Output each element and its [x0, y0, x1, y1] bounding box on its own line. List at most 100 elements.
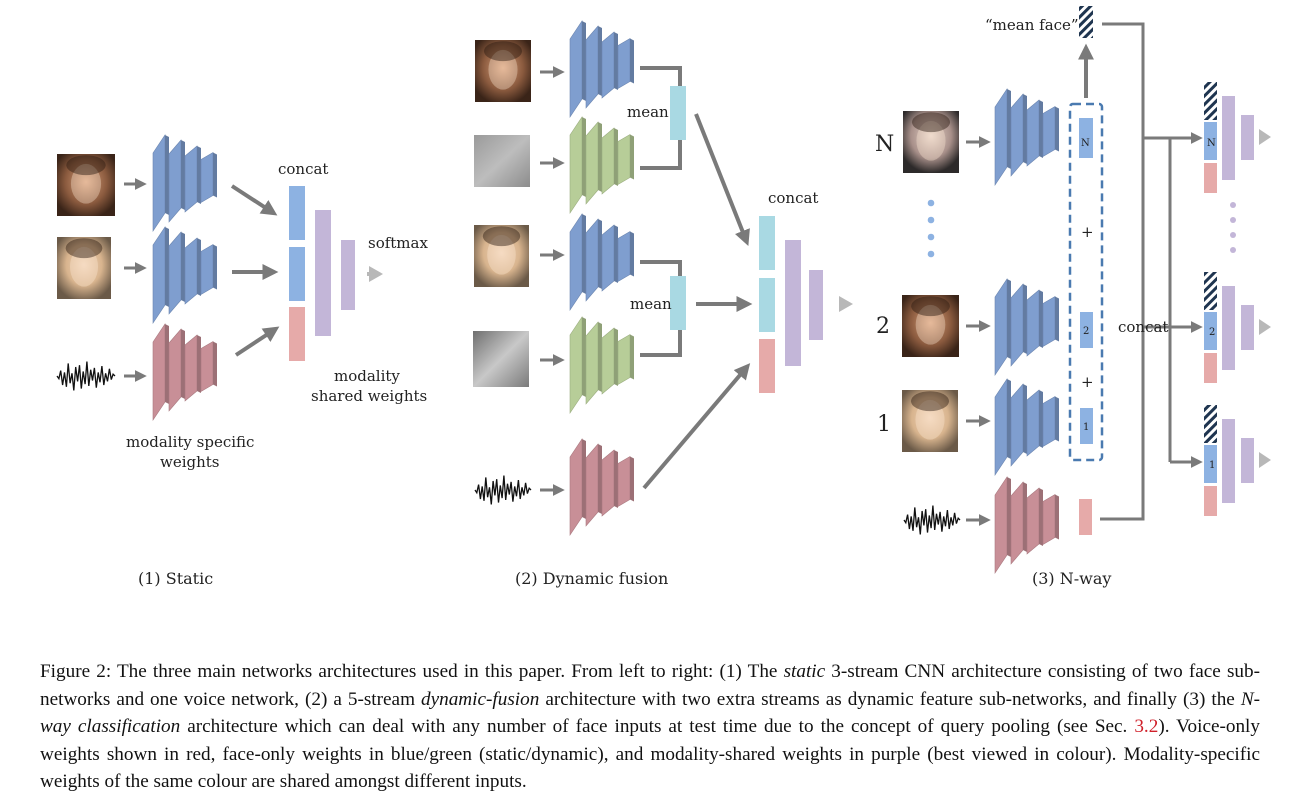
p2-concat-label: concat: [768, 189, 818, 207]
figure-caption: Figure 2: The three main networks archit…: [40, 658, 1260, 796]
p3-cnn-face-n-layer-3: [1026, 99, 1040, 167]
p3-out-2-meanface: [1204, 272, 1217, 310]
p2-arrow-mean1-concat: [694, 113, 750, 246]
p3-ellipsis-dot-1: [927, 199, 935, 207]
p3-cnn-face-n-layer-2: [1010, 93, 1024, 177]
p3-cnn-voice-layer-2: [1010, 481, 1024, 565]
p3-cnn-face-n-layer-side-3: [1039, 100, 1043, 158]
p2-concat-mean-1: [759, 216, 775, 270]
p2-concat-voice: [759, 339, 775, 393]
p3-cnn-face-1-layer-side-2: [1023, 384, 1027, 454]
p3-face-image-2-face-shape: [915, 304, 946, 345]
p1-cnn-face-2-layer-4: [200, 243, 214, 296]
p3-out-ellipsis-dot-2: [1230, 217, 1236, 223]
p1-title: (1) Static: [138, 569, 213, 588]
p2-cnn-dynamic-2-layer-side-3: [614, 328, 618, 386]
p3-out-n-meanface: [1204, 82, 1217, 120]
p2-cnn-dynamic-1-layer-4: [617, 133, 631, 186]
p1-concat-face-2: [289, 247, 305, 301]
p3-row-label-1: 1: [877, 412, 891, 437]
p3-out-ellipsis-dot-3: [1230, 232, 1236, 238]
p2-shared-fc-2: [809, 270, 823, 340]
p3-query-pooling-box: [1068, 102, 1104, 462]
p3-cnn-face-1-layer-side-3: [1039, 390, 1043, 448]
p1-cnn-face-1-layer-side-2: [181, 140, 185, 210]
p2-cnn-voice-layer-1: [569, 438, 583, 536]
p1-concat-face-1: [289, 186, 305, 240]
p1-softmax-label: softmax: [368, 234, 428, 252]
p3-cnn-voice-layer-side-3: [1039, 488, 1043, 546]
p1-cnn-voice-layer-side-4: [213, 341, 217, 387]
p3-cnn-face-2-layer-side-4: [1055, 296, 1059, 342]
p3-row-label-n: N: [875, 132, 894, 157]
p2-cnn-dynamic-2-layer-1: [569, 316, 583, 414]
p3-cnn-face-1-layer-4: [1042, 395, 1056, 448]
p2-cnn-face-2-layer-side-2: [598, 219, 602, 289]
p3-ellipsis-dot-4: [927, 250, 935, 258]
p3-out-1-voice: [1204, 486, 1217, 516]
p3-out-1-shared-1: [1222, 419, 1235, 503]
p2-cnn-voice-layer-3: [601, 449, 615, 517]
p2-face-image-2-hair: [482, 226, 521, 247]
caption-prefix: Figure 2:: [40, 661, 112, 682]
p2-cnn-face-2-layer-4: [617, 230, 631, 283]
p3-cnn-face-2-layer-2: [1010, 283, 1024, 367]
caption-part1: The three main networks architectures us…: [111, 661, 784, 682]
p2-shared-fc-1: [785, 240, 801, 366]
p1-softmax-arrowhead: [369, 266, 383, 282]
p1-shared-fc-1: [315, 210, 331, 336]
caption-part4: architecture which can deal with any num…: [180, 716, 1135, 738]
p2-voice-waveform: [474, 475, 532, 505]
p2-face-image-2: [474, 225, 529, 287]
p2-cnn-face-1-layer-3: [601, 31, 615, 99]
p3-face-image-1: [902, 390, 958, 452]
p3-out-label-n: N: [1207, 138, 1216, 149]
p2-face-image-1: [475, 40, 531, 102]
p3-face-image-1-face-shape: [915, 399, 945, 440]
p1-cnn-face-2-layer-side-2: [181, 232, 185, 302]
p1-cnn-voice-layer-side-1: [165, 324, 169, 404]
p1-cnn-face-2-layer-side-4: [213, 244, 217, 290]
p3-cnn-face-n-layer-side-1: [1007, 89, 1011, 169]
p1-cnn-face-2-layer-side-3: [197, 238, 201, 296]
p3-out-label-2: 2: [1209, 327, 1215, 338]
p3-out-n-shared-1: [1222, 96, 1235, 180]
p1-shared-fc-2: [341, 240, 355, 310]
p1-concat-voice: [289, 307, 305, 361]
p3-ellipsis-dot-3: [927, 233, 935, 241]
p1-cnn-face-1-layer-4: [200, 151, 214, 204]
p3-plus-bottom: +: [1081, 373, 1094, 391]
p3-concat-line: [1100, 22, 1145, 521]
caption-section-ref[interactable]: 3.2: [1134, 716, 1159, 738]
p3-cnn-voice-layer-side-1: [1007, 477, 1011, 557]
p3-cnn-face-n-layer-side-2: [1023, 94, 1027, 164]
p2-cnn-voice-layer-side-3: [614, 450, 618, 508]
p2-output-arrowhead: [839, 296, 853, 312]
p3-face-image-2: [902, 295, 959, 357]
p3-vec-label-1: 1: [1083, 422, 1089, 433]
p3-ellipsis-dot-2: [927, 216, 935, 224]
p2-cnn-dynamic-1-layer-3: [601, 127, 615, 195]
p2-cnn-dynamic-1-layer-2: [585, 121, 599, 205]
p1-cnn-face-2-layer-side-1: [165, 227, 169, 307]
p3-face-image-2-hair: [911, 296, 950, 317]
p2-cnn-face-1-layer-1: [569, 20, 583, 118]
p3-out-1-shared-2: [1241, 438, 1254, 483]
p2-cnn-face-1-layer-side-2: [598, 26, 602, 96]
p3-cnn-face-2-layer-side-2: [1023, 284, 1027, 354]
p2-cnn-face-1-layer-2: [585, 25, 599, 109]
p3-out-ellipsis-dot-4: [1230, 247, 1236, 253]
p3-cnn-face-2-layer-4: [1042, 295, 1056, 348]
p1-cnn-voice-layer-side-3: [197, 335, 201, 393]
p3-branch-trunk: [1143, 136, 1172, 462]
p3-vec-label-2: 2: [1083, 326, 1089, 337]
p3-vec-n: [1079, 118, 1093, 158]
p3-out-n-arrowhead: [1259, 129, 1271, 145]
p3-cnn-face-2-layer-1: [994, 278, 1008, 376]
p3-out-2-arrowhead: [1259, 319, 1271, 335]
p3-cnn-face-1-layer-side-1: [1007, 379, 1011, 459]
p1-cnn-face-2-layer-1: [152, 226, 166, 324]
p2-dynamic-image-1: [474, 135, 530, 187]
caption-em-nway: N-way classification: [40, 688, 1260, 738]
p2-arrow-voice-concat: [642, 363, 751, 490]
